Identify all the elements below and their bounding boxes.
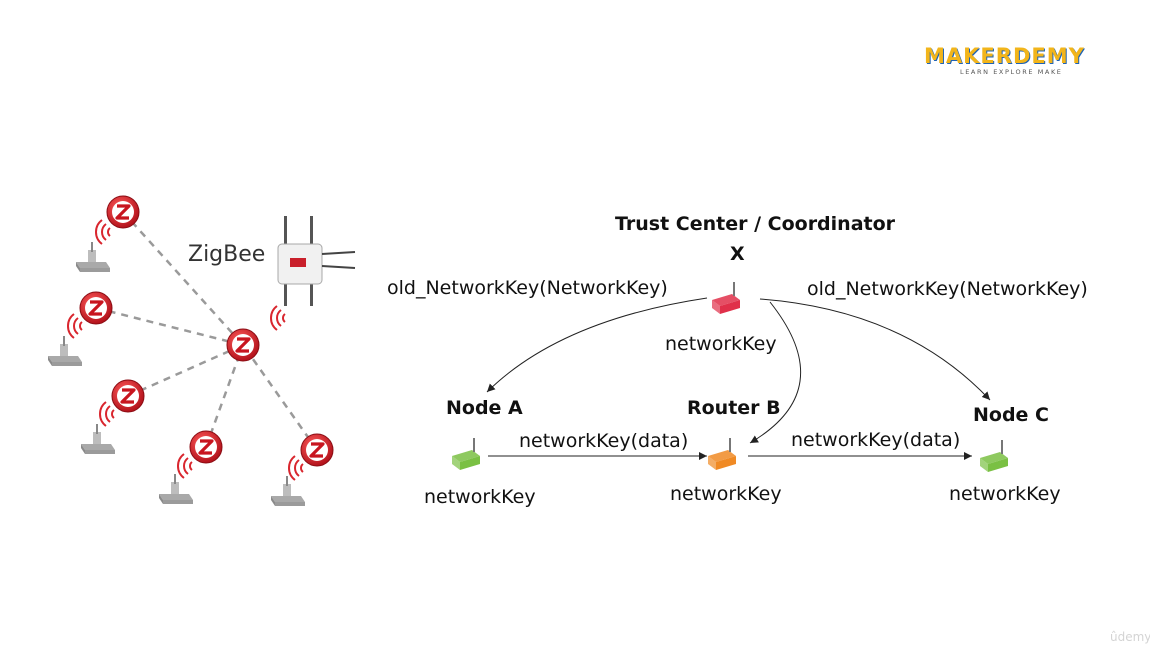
router-b-device-icon — [708, 438, 736, 470]
edge-label-to-node-c: old_NetworkKey(NetworkKey) — [807, 278, 1088, 300]
edge-coordinator-to-router-b — [749, 301, 802, 444]
udemy-watermark: ûdemy — [1110, 630, 1150, 644]
node-c-title: Node C — [973, 404, 1049, 426]
node-a-title: Node A — [446, 397, 523, 419]
edge-label-a-to-b: networkKey(data) — [519, 430, 689, 452]
node-a-key-label: networkKey — [424, 486, 536, 508]
coordinator-device-icon — [712, 282, 740, 314]
zigbee-label: ZigBee — [188, 242, 266, 267]
edge-label-b-to-c: networkKey(data) — [791, 429, 961, 451]
coordinator-title: Trust Center / Coordinator — [615, 213, 896, 235]
edge-label-to-node-a: old_NetworkKey(NetworkKey) — [387, 277, 668, 299]
logo-tagline: LEARN EXPLORE MAKE — [960, 68, 1063, 76]
zigbee-gateway-icon — [277, 216, 356, 306]
coordinator-marker: X — [730, 243, 745, 265]
makerdemy-logo: MAKERDEMY LEARN EXPLORE MAKE — [920, 44, 1090, 78]
mesh-links — [95, 211, 319, 451]
node-a-device-icon — [452, 438, 480, 470]
router-b-key-label: networkKey — [670, 483, 782, 505]
edge-coordinator-to-node-c — [759, 298, 991, 401]
node-c-key-label: networkKey — [949, 483, 1061, 505]
edge-coordinator-to-node-a — [486, 297, 708, 393]
logo-wordmark: MAKERDEMY — [924, 44, 1085, 68]
router-b-title: Router B — [687, 397, 781, 419]
node-c-device-icon — [980, 440, 1008, 472]
coordinator-key-label: networkKey — [665, 333, 777, 355]
